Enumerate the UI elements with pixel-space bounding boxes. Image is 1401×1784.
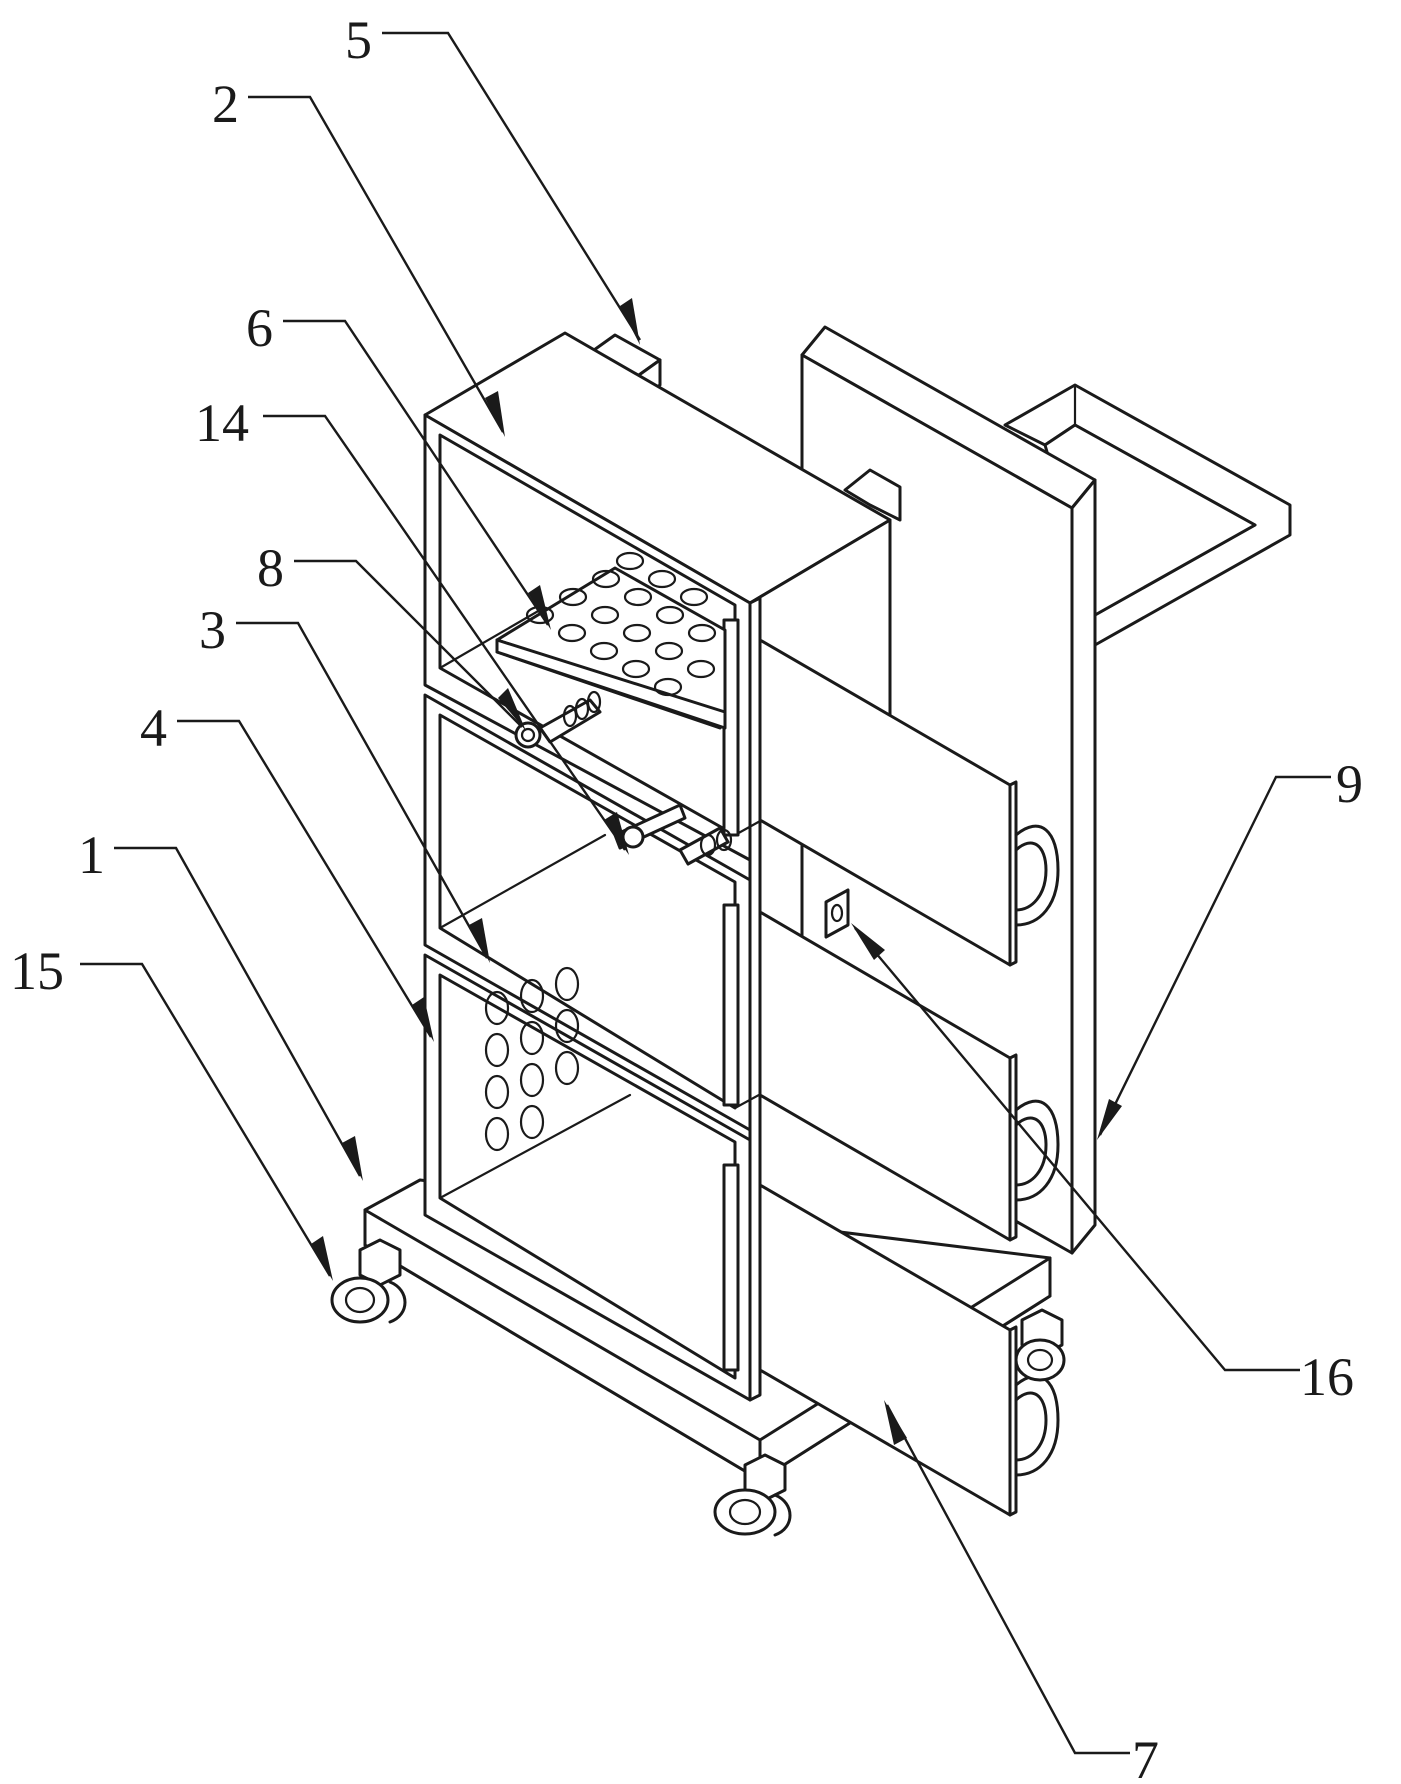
label-14: 14 [195,393,249,453]
leader-lines [80,31,1331,1755]
perforated-tray [495,551,727,730]
label-5: 5 [345,10,372,70]
push-handle-frame [1003,383,1292,647]
slide-rod [613,803,733,866]
label-2: 2 [212,74,239,134]
switch [824,888,850,939]
vent-holes [484,966,580,1152]
caster-front-left [330,1238,407,1324]
door-top [758,638,1018,967]
label-6: 6 [246,298,273,358]
door-bottom [758,1183,1018,1517]
reference-labels: 5 2 6 14 8 3 4 1 15 9 16 7 [10,10,1363,1784]
label-16: 16 [1300,1347,1354,1407]
label-9: 9 [1336,754,1363,814]
label-15: 15 [10,941,64,1001]
label-1: 1 [78,825,105,885]
label-8: 8 [257,538,284,598]
label-4: 4 [140,698,167,758]
caster-back-right [1014,1308,1066,1382]
rear-block [578,333,902,522]
caster-front-right [713,1453,792,1537]
casters [330,1238,1066,1537]
door-middle [758,910,1018,1242]
label-7: 7 [1132,1730,1159,1784]
label-3: 3 [199,600,226,660]
